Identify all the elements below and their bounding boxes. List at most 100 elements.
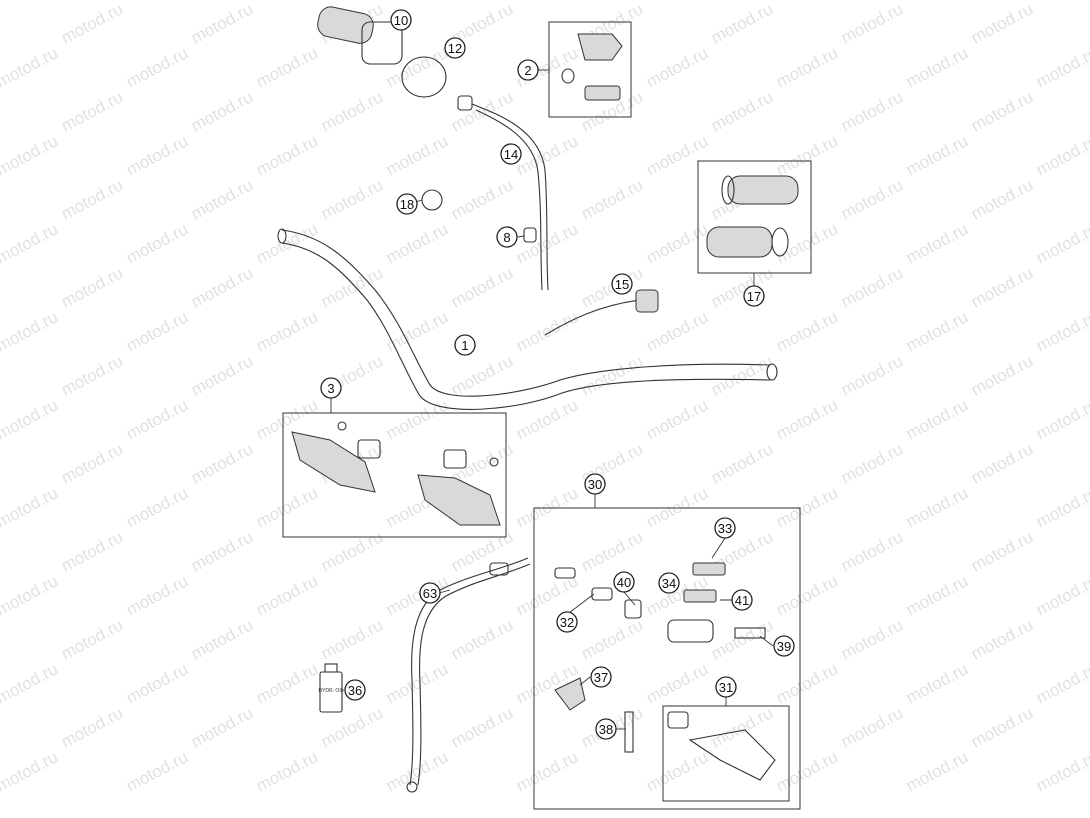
watermark-text: motod.ru bbox=[968, 527, 1036, 575]
callout-label: 63 bbox=[423, 586, 437, 601]
watermark-text: motod.ru bbox=[1033, 219, 1090, 267]
watermark-text: motod.ru bbox=[578, 175, 646, 223]
watermark-text: motod.ru bbox=[253, 0, 321, 4]
watermark-text: motod.ru bbox=[0, 395, 61, 443]
callout-label: 34 bbox=[662, 576, 676, 591]
callout-circle bbox=[556, 611, 578, 633]
throttle-grip-part bbox=[317, 6, 403, 65]
watermark-text: motod.ru bbox=[58, 87, 126, 135]
watermark-text: motod.ru bbox=[188, 527, 256, 575]
watermark-text: motod.ru bbox=[708, 615, 776, 663]
watermark-text: motod.ru bbox=[0, 0, 61, 4]
switch-part bbox=[561, 33, 623, 101]
watermark-text: motod.ru bbox=[708, 703, 776, 751]
watermark-text: motod.ru bbox=[448, 263, 516, 311]
watermark-text: motod.ru bbox=[643, 483, 711, 531]
watermark-text: motod.ru bbox=[188, 439, 256, 487]
watermark-text: motod.ru bbox=[773, 395, 841, 443]
watermark-text: motod.ru bbox=[968, 87, 1036, 135]
watermark-text: motod.ru bbox=[968, 439, 1036, 487]
watermark-text: motod.ru bbox=[513, 483, 581, 531]
watermark-text: motod.ru bbox=[0, 571, 61, 619]
callout-label: 40 bbox=[617, 575, 631, 590]
callout-8: 8 bbox=[496, 226, 518, 248]
watermark-text: motod.ru bbox=[0, 219, 61, 267]
watermark-text: motod.ru bbox=[383, 219, 451, 267]
watermark-text: motod.ru bbox=[513, 747, 581, 795]
callout-37: 37 bbox=[590, 666, 612, 688]
callout-circle bbox=[320, 377, 342, 399]
callout-label: 14 bbox=[504, 147, 518, 162]
group-box-17 bbox=[697, 160, 812, 274]
callout-circle bbox=[773, 635, 795, 657]
watermark-text: motod.ru bbox=[383, 43, 451, 91]
grips-part bbox=[706, 175, 799, 258]
watermark-text: motod.ru bbox=[0, 43, 61, 91]
watermark-text: motod.ru bbox=[903, 395, 971, 443]
callout-label: 8 bbox=[503, 230, 510, 245]
cap-part-18 bbox=[421, 189, 443, 211]
watermark-text: motod.ru bbox=[643, 131, 711, 179]
watermark-text: motod.ru bbox=[903, 483, 971, 531]
watermark-text: motod.ru bbox=[383, 131, 451, 179]
callout-label: 33 bbox=[718, 521, 732, 536]
watermark-text: motod.ru bbox=[773, 483, 841, 531]
callout-label: 37 bbox=[594, 670, 608, 685]
callout-10: 10 bbox=[390, 9, 412, 31]
watermark-text: motod.ru bbox=[708, 439, 776, 487]
watermark-text: motod.ru bbox=[58, 263, 126, 311]
watermark-text: motod.ru bbox=[643, 747, 711, 795]
callout-15: 15 bbox=[611, 273, 633, 295]
watermark-text: motod.ru bbox=[123, 0, 191, 4]
callout-label: 36 bbox=[348, 683, 362, 698]
callout-label: 17 bbox=[747, 289, 761, 304]
watermark-text: motod.ru bbox=[188, 615, 256, 663]
watermark-text: motod.ru bbox=[903, 0, 971, 4]
watermark-text: motod.ru bbox=[58, 439, 126, 487]
callout-41: 41 bbox=[731, 589, 753, 611]
watermark-text: motod.ru bbox=[773, 747, 841, 795]
watermark-text: motod.ru bbox=[188, 175, 256, 223]
callout-label: 32 bbox=[560, 615, 574, 630]
callout-38: 38 bbox=[595, 718, 617, 740]
watermark-text: motod.ru bbox=[123, 659, 191, 707]
callout-32: 32 bbox=[556, 611, 578, 633]
callout-circle bbox=[743, 285, 765, 307]
watermark-text: motod.ru bbox=[773, 571, 841, 619]
watermark-text: motod.ru bbox=[578, 351, 646, 399]
watermark-text: motod.ru bbox=[0, 659, 61, 707]
kill-switch-part bbox=[544, 289, 659, 336]
oil-bottle-label: HYDR. OIL bbox=[318, 688, 343, 694]
watermark-text: motod.ru bbox=[903, 747, 971, 795]
watermark-text: motod.ru bbox=[188, 0, 256, 48]
watermark-text: motod.ru bbox=[0, 483, 61, 531]
watermark-text: motod.ru bbox=[253, 307, 321, 355]
callout-circle bbox=[390, 9, 412, 31]
watermark-text: motod.ru bbox=[773, 219, 841, 267]
watermark-text: motod.ru bbox=[773, 307, 841, 355]
watermark-text: motod.ru bbox=[188, 703, 256, 751]
callout-label: 18 bbox=[400, 197, 414, 212]
callout-circle bbox=[714, 517, 736, 539]
watermark-text: motod.ru bbox=[968, 615, 1036, 663]
watermark-text: motod.ru bbox=[838, 615, 906, 663]
watermark-text: motod.ru bbox=[448, 87, 516, 135]
oil-bottle-part: HYDR. OIL bbox=[318, 663, 344, 713]
watermark-text: motod.ru bbox=[253, 43, 321, 91]
watermark-text: motod.ru bbox=[318, 175, 386, 223]
watermark-text: motod.ru bbox=[58, 175, 126, 223]
watermark-text: motod.ru bbox=[513, 131, 581, 179]
callout-17: 17 bbox=[743, 285, 765, 307]
callout-circle bbox=[496, 226, 518, 248]
watermark-text: motod.ru bbox=[383, 0, 451, 4]
watermark-text: motod.ru bbox=[578, 615, 646, 663]
watermark-text: motod.ru bbox=[253, 571, 321, 619]
callout-1: 1 bbox=[454, 334, 476, 356]
watermark-text: motod.ru bbox=[903, 131, 971, 179]
watermark-text: motod.ru bbox=[838, 263, 906, 311]
watermark-text: motod.ru bbox=[318, 615, 386, 663]
watermark-text: motod.ru bbox=[968, 351, 1036, 399]
callout-3: 3 bbox=[320, 377, 342, 399]
watermark-text: motod.ru bbox=[188, 87, 256, 135]
